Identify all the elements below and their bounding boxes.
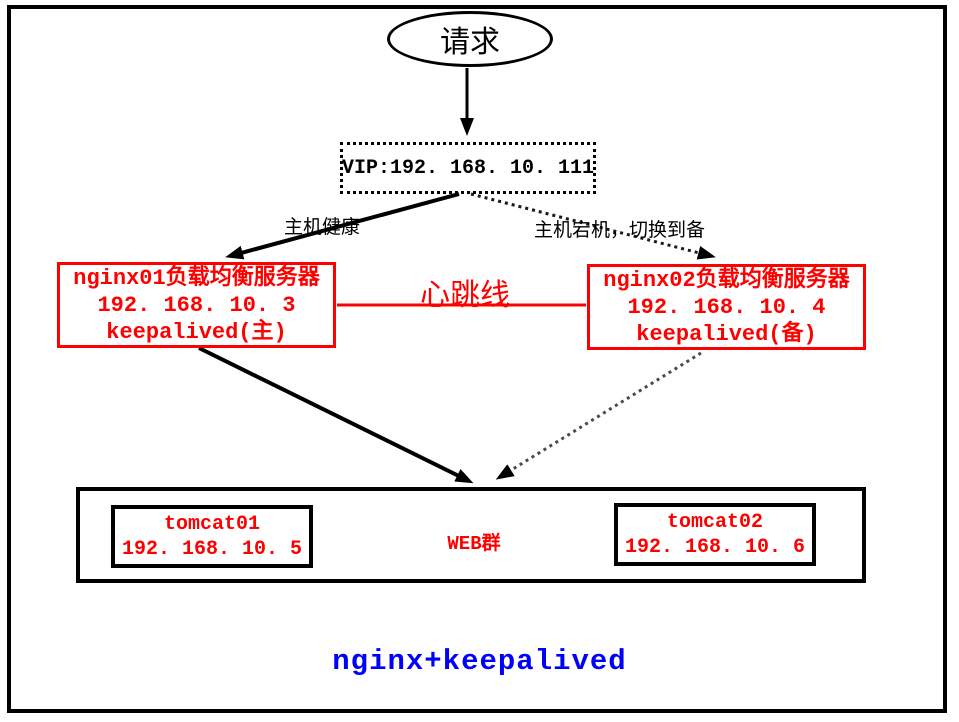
vip-label: VIP:192. 168. 10. 111: [341, 156, 595, 180]
tomcat02-node: tomcat02 192. 168. 10. 6: [614, 503, 816, 566]
tomcat01-name: tomcat01: [163, 512, 260, 536]
request-node: 请求: [387, 11, 553, 67]
diagram-border: [7, 5, 947, 713]
tomcat02-name: tomcat02: [666, 510, 763, 534]
tomcat01-node: tomcat01 192. 168. 10. 5: [111, 505, 313, 568]
nginx01-role: keepalived(主): [106, 319, 287, 345]
request-label: 请求: [440, 27, 500, 62]
nginx02-node: nginx02负载均衡服务器 192. 168. 10. 4 keepalive…: [587, 264, 866, 350]
web-cluster-box: tomcat01 192. 168. 10. 5 WEB群 tomcat02 1…: [76, 487, 866, 583]
healthy-edge-label: 主机健康: [284, 217, 361, 239]
web-cluster-label: WEB群: [447, 533, 501, 555]
nginx01-node: nginx01负载均衡服务器 192. 168. 10. 3 keepalive…: [57, 262, 336, 348]
failover-edge-label: 主机宕机，切换到备: [534, 220, 706, 242]
nginx02-ip: 192. 168. 10. 4: [627, 294, 826, 320]
diagram-title: nginx+keepalived: [332, 645, 627, 678]
tomcat02-ip: 192. 168. 10. 6: [624, 535, 806, 559]
nginx01-ip: 192. 168. 10. 3: [97, 292, 296, 318]
nginx02-role: keepalived(备): [636, 321, 817, 347]
nginx02-name: nginx02负载均衡服务器: [603, 267, 850, 293]
heartbeat-label: 心跳线: [420, 281, 510, 315]
tomcat01-ip: 192. 168. 10. 5: [121, 537, 303, 561]
nginx01-name: nginx01负载均衡服务器: [73, 265, 320, 291]
vip-node: VIP:192. 168. 10. 111: [340, 142, 596, 194]
